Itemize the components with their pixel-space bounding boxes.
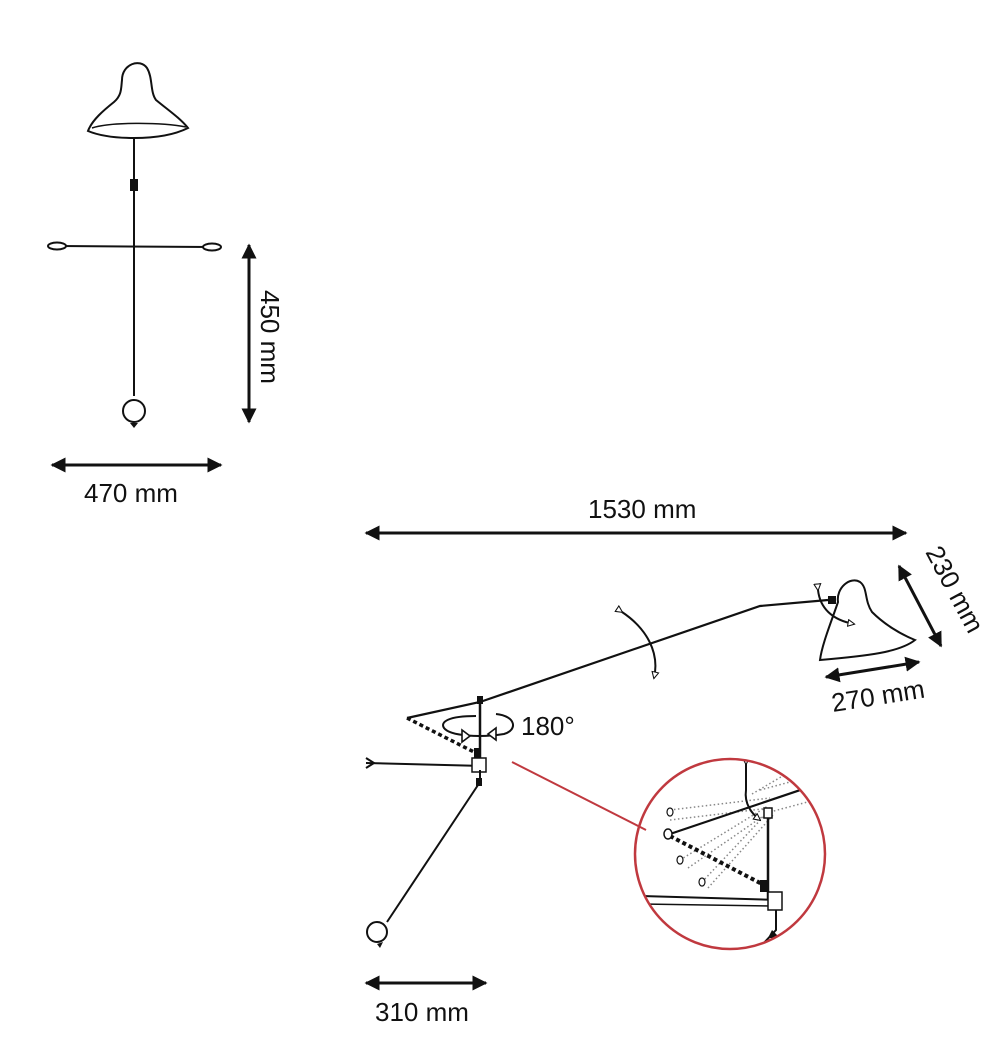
side-support-arm (365, 762, 485, 767)
side-long-arm (406, 598, 829, 720)
front-height-label: 450 mm (255, 290, 285, 384)
arm-rotation-arrow (622, 612, 655, 678)
detail-view (639, 764, 825, 949)
shade-rotation-arrow (818, 590, 854, 624)
rotation-label: 180° (521, 711, 575, 741)
callout-leader-line (511, 761, 647, 831)
post-rotation-arrow (442, 713, 514, 737)
reach-label: 1530 mm (588, 494, 696, 524)
front-shade (86, 62, 190, 140)
side-view (365, 579, 917, 948)
side-leg (386, 770, 481, 923)
front-dimensions (50, 243, 257, 473)
front-width-label: 470 mm (84, 478, 178, 508)
side-base (366, 921, 388, 943)
front-base (122, 399, 146, 423)
front-view (47, 62, 222, 428)
side-dimensions (364, 525, 943, 991)
front-arm-end-left (47, 241, 67, 251)
detail-circle (633, 757, 827, 951)
shade-width-label: 270 mm (829, 674, 926, 718)
front-joint (130, 179, 138, 191)
shade-width-dimension-line (824, 656, 921, 683)
side-chain (406, 716, 475, 754)
base-width-label: 310 mm (375, 997, 469, 1027)
front-arm-end-right (202, 242, 222, 252)
shade-height-dimension-line (897, 564, 943, 648)
side-shade (818, 579, 917, 662)
front-cross-arm (59, 245, 211, 248)
